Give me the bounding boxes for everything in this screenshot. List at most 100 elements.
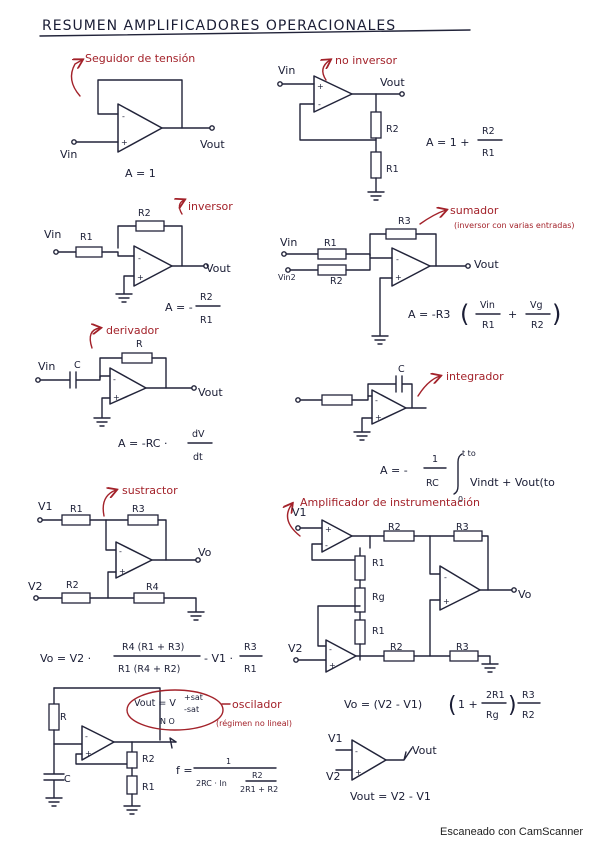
svg-text:-: - xyxy=(119,547,122,556)
no-inversor-gain-lhs: A = 1 + xyxy=(426,136,469,149)
sumador-note: (inversor con varias entradas) xyxy=(454,221,575,230)
svg-text:-: - xyxy=(329,645,332,654)
sustractor-eq-lhs: Vo = V2 · xyxy=(40,652,91,665)
inversor-gain-num: R2 xyxy=(200,292,213,303)
sustractor-label: sustractor xyxy=(122,484,178,497)
svg-text:-: - xyxy=(396,255,399,264)
instrumentacion-eq-lhs: Vo = (V2 - V1) xyxy=(344,698,422,711)
derivador-r: R xyxy=(136,339,143,350)
derivador-gain-lhs: A = -RC · xyxy=(118,437,167,450)
sustractor-vo: Vo xyxy=(198,546,212,559)
comparador-circuit: V1 V2 - + Vout Vout = V2 - V1 xyxy=(326,732,437,803)
sustractor-r1: R1 xyxy=(70,504,83,515)
oscilador-f-den: 2RC · ln xyxy=(196,779,227,788)
inversor-label: inversor xyxy=(188,200,233,213)
sustractor-r2: R2 xyxy=(66,580,79,591)
inversor-r1: R1 xyxy=(80,232,93,243)
sustractor-f1-num: R4 (R1 + R3) xyxy=(122,642,184,653)
instrumentacion-circuit: Amplificador de instrumentación V1 + - R… xyxy=(288,496,541,721)
inversor-vout: Vout xyxy=(206,262,231,275)
integrador-gain-lhs: A = - xyxy=(380,464,408,477)
svg-text:-: - xyxy=(138,254,141,263)
instrumentacion-f2-den: R2 xyxy=(522,710,535,721)
comparador-v2: V2 xyxy=(326,770,341,783)
derivador-circuit: derivador R - + Vout Vin C A = -RC · dV … xyxy=(35,324,223,463)
sumador-t2-num: Vg xyxy=(530,300,543,311)
inversor-gain-den: R1 xyxy=(200,315,213,326)
instrumentacion-vo: Vo xyxy=(518,588,532,601)
svg-text:+: + xyxy=(85,749,92,758)
oscilador-vout-eq: Vout = V xyxy=(134,698,176,709)
oscilador-r1: R1 xyxy=(142,782,155,793)
no-inversor-vin: Vin xyxy=(278,64,295,77)
seguidor-gain: A = 1 xyxy=(125,167,156,180)
derivador-vin: Vin xyxy=(38,360,55,373)
sumador-plus: + xyxy=(508,308,517,321)
instrumentacion-f2-num: R3 xyxy=(522,690,535,701)
inversor-gain-lhs: A = - xyxy=(165,301,193,314)
oscilador-f-lhs: f = xyxy=(176,764,193,777)
seguidor-vin: Vin xyxy=(60,148,77,161)
oscilador-no: N O xyxy=(160,717,175,726)
sumador-vin2: Vin2 xyxy=(278,273,296,282)
oscilador-ln-den: 2R1 + R2 xyxy=(240,785,278,794)
sustractor-v1: V1 xyxy=(38,500,53,513)
instrumentacion-v2: V2 xyxy=(288,642,303,655)
comparador-vout: Vout xyxy=(412,744,437,757)
svg-text:-: - xyxy=(325,541,328,550)
no-inversor-r1: R1 xyxy=(386,164,399,175)
svg-text:-: - xyxy=(355,747,358,756)
oscilador-r2: R2 xyxy=(142,754,155,765)
integrador-label: integrador xyxy=(446,370,504,383)
svg-text:-: - xyxy=(113,375,116,384)
no-inversor-circuit: no inversor + - Vin Vout R2 R1 A = 1 + R… xyxy=(277,54,503,201)
sumador-vin: Vin xyxy=(280,236,297,249)
oscilador-sub: -sat xyxy=(184,705,199,714)
svg-text:+: + xyxy=(395,273,402,282)
sumador-t1-den: R1 xyxy=(482,320,495,331)
comparador-eq: Vout = V2 - V1 xyxy=(350,790,431,803)
svg-text:-: - xyxy=(375,396,378,405)
no-inversor-r2: R2 xyxy=(386,124,399,135)
svg-text:+: + xyxy=(443,597,450,606)
sustractor-v2: V2 xyxy=(28,580,43,593)
sumador-r2: R2 xyxy=(330,276,343,287)
svg-text:): ) xyxy=(508,693,517,718)
svg-text:+: + xyxy=(325,525,332,534)
svg-text:(: ( xyxy=(448,693,457,718)
oscilador-circuit: R - + C R2 R1 Vout = V +sat -sat N O osc… xyxy=(43,687,292,815)
instrumentacion-v1: V1 xyxy=(292,506,307,519)
sustractor-f2-num: R3 xyxy=(244,642,257,653)
derivador-d-den: dt xyxy=(193,452,203,463)
derivador-c: C xyxy=(74,360,81,371)
oscilador-note: (régimen no lineal) xyxy=(216,718,292,728)
integrador-integrand: Vindt + Vout(to xyxy=(470,476,555,489)
instrumentacion-r3-bot: R3 xyxy=(456,642,469,653)
integrador-upper: t to xyxy=(462,449,476,458)
integrador-lower: 0 xyxy=(458,495,463,504)
sustractor-mid: - V1 · xyxy=(204,652,233,665)
instrumentacion-f1-num: 2R1 xyxy=(486,690,505,701)
svg-text:+: + xyxy=(113,393,120,402)
instrumentacion-eq-mid: 1 + xyxy=(458,698,478,711)
seguidor-vout: Vout xyxy=(200,138,225,151)
oscilador-ln-num: R2 xyxy=(252,771,263,780)
comparador-v1: V1 xyxy=(328,732,343,745)
sumador-label: sumador xyxy=(450,204,499,217)
sumador-t2-den: R2 xyxy=(531,320,544,331)
page-title: RESUMEN AMPLIFICADORES OPERACIONALES xyxy=(42,18,396,34)
instrumentacion-r3-top: R3 xyxy=(456,522,469,533)
svg-text:-: - xyxy=(444,573,447,582)
integrador-f-den: RC xyxy=(426,478,439,489)
oscilador-c: C xyxy=(64,774,71,785)
instrumentacion-r1-bot: R1 xyxy=(372,626,385,637)
no-inversor-label: no inversor xyxy=(335,54,397,67)
inversor-circuit: inversor R2 - + Vin R1 Vout A = - R2 R1 xyxy=(44,200,233,326)
instrumentacion-f1-den: Rg xyxy=(486,710,499,721)
sustractor-r4: R4 xyxy=(146,582,159,593)
instrumentacion-r1-top: R1 xyxy=(372,558,385,569)
svg-text:+: + xyxy=(329,661,336,670)
integrador-circuit: integrador C - + A = - 1 RC t to 0 Vindt… xyxy=(295,364,555,504)
sustractor-f1-den: R1 (R4 + R2) xyxy=(118,664,180,675)
svg-text:): ) xyxy=(552,300,561,328)
